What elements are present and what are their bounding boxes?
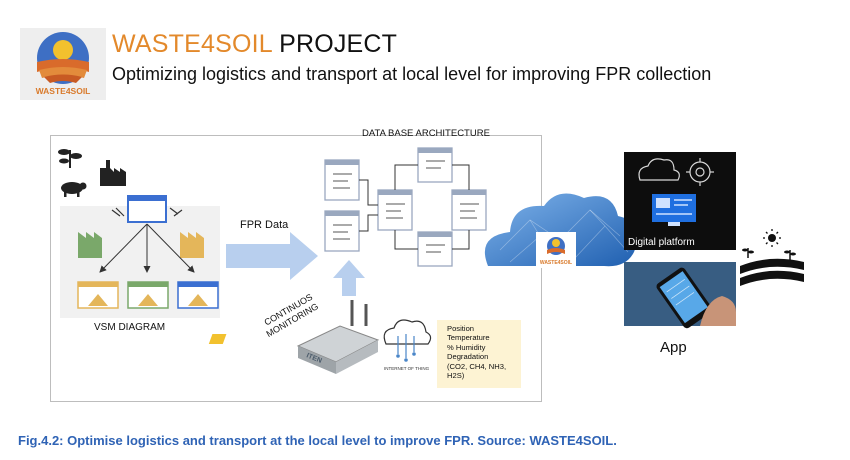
iot-device-icon: ITEN — [208, 300, 380, 374]
sensor-item: H2S) — [447, 371, 465, 381]
db-relations — [359, 164, 470, 250]
figure-caption: Fig.4.2: Optimise logistics and transpor… — [18, 433, 617, 448]
cloud-logo-badge: WASTE4SOIL — [536, 232, 576, 268]
sensor-item: Temperature — [447, 333, 490, 343]
page-title: WASTE4SOIL PROJECT — [112, 30, 397, 58]
project-logo: WASTE4SOIL — [20, 28, 106, 100]
db-architecture-title: DATA BASE ARCHITECTURE — [362, 128, 490, 139]
sensor-item: (CO2, CH4, NH3, — [447, 361, 507, 371]
sun-field-logo-icon: WASTE4SOIL — [36, 32, 91, 96]
vsm-output-1 — [77, 281, 119, 309]
title-accent: WASTE4SOIL — [112, 30, 272, 58]
fpr-data-label: FPR Data — [240, 219, 289, 231]
fpr-data-arrow — [226, 232, 318, 280]
factory-green-icon — [78, 232, 102, 258]
page-subtitle: Optimizing logistics and transport at lo… — [112, 64, 712, 84]
sensor-item: Position — [447, 324, 475, 333]
factory-icon — [100, 160, 126, 186]
digital-platform-tile: Digital platform — [624, 152, 736, 250]
factory-gold-icon — [180, 232, 204, 258]
iot-cloud-icon: INTERNET OF THING — [383, 319, 432, 371]
vsm-output-2 — [127, 281, 169, 309]
vsm-output-3 — [177, 281, 219, 309]
monitoring-arrow — [333, 260, 365, 296]
vsm-label: VSM DIAGRAM — [94, 322, 165, 333]
title-rest: PROJECT — [271, 30, 398, 58]
pig-icon — [61, 182, 87, 197]
database-tables — [324, 147, 487, 267]
app-photo-tile — [624, 262, 736, 329]
plant-icon — [58, 149, 82, 168]
farmland-icon — [740, 229, 804, 286]
iot-label: INTERNET OF THING — [384, 366, 430, 371]
architecture-diagram: VSM DIAGRAM FPR Data DATA BASE ARCHITECT… — [58, 128, 804, 374]
sensor-parameters-box: Position Temperature % Humidity Degradat… — [437, 320, 521, 388]
cloud-logo-wordmark: WASTE4SOIL — [540, 260, 572, 266]
logo-wordmark: WASTE4SOIL — [36, 86, 91, 96]
sensor-item: % Humidity — [447, 342, 486, 352]
app-label: App — [660, 339, 687, 356]
digital-platform-label: Digital platform — [628, 237, 695, 248]
sensor-item: Degradation — [447, 352, 489, 362]
